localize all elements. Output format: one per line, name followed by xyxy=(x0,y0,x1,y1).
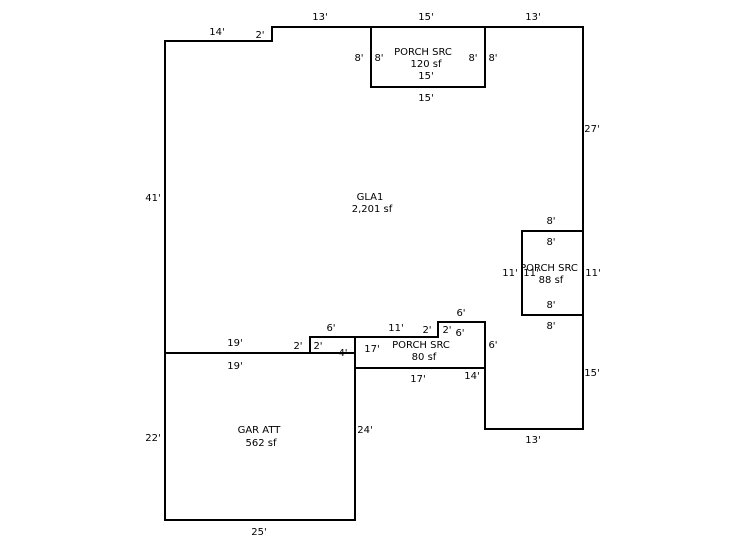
dim-left-6: 6' xyxy=(326,323,335,334)
dim-porch-right-8-bottom-inner: 8' xyxy=(546,300,555,311)
dim-step-6-mid: 6' xyxy=(455,328,464,339)
dim-step-11: 11' xyxy=(388,323,403,334)
dim-right-15: 15' xyxy=(584,368,599,379)
dim-porch-top-15-inner: 15' xyxy=(418,71,433,82)
porch-right-label: PORCH SRC xyxy=(520,263,578,274)
dim-bottom-13: 13' xyxy=(525,435,540,446)
dim-porch-right-8-top-outer: 8' xyxy=(546,216,555,227)
dim-top-15: 15' xyxy=(418,12,433,23)
garage-outline xyxy=(164,352,356,521)
dim-porch-top-8-outer-right: 8' xyxy=(488,53,497,64)
dim-step-6-right: 6' xyxy=(488,340,497,351)
dim-small-2a: 2' xyxy=(293,341,302,352)
dim-porch-top-8-inner-left: 8' xyxy=(374,53,383,64)
dim-top-13-right: 13' xyxy=(525,12,540,23)
dim-mid-17-bottom: 17' xyxy=(410,374,425,385)
dim-top-14: 14' xyxy=(209,27,224,38)
garage-area: 562 sf xyxy=(246,438,277,449)
dim-porch-right-8-top-inner: 8' xyxy=(546,237,555,248)
dim-top-2: 2' xyxy=(255,30,264,41)
dim-mid-14: 14' xyxy=(464,371,479,382)
dim-porch-right-11-left: 11' xyxy=(502,268,517,279)
dim-left-19-bottom: 19' xyxy=(227,361,242,372)
gla1-area: 2,201 sf xyxy=(352,204,393,215)
dim-porch-top-8-outer-left: 8' xyxy=(354,53,363,64)
garage-label: GAR ATT xyxy=(238,425,282,436)
dim-garage-22: 22' xyxy=(145,433,160,444)
porch-top-area: 120 sf xyxy=(411,59,442,70)
dim-garage-24: 24' xyxy=(357,425,372,436)
porch-top-outline xyxy=(370,26,486,88)
dim-step-6-top: 6' xyxy=(456,308,465,319)
porch-right-outline xyxy=(521,230,584,316)
dim-step-2a: 2' xyxy=(422,325,431,336)
dim-step-2b: 2' xyxy=(442,325,451,336)
porch-right-area: 88 sf xyxy=(539,275,564,286)
porch-mid-label: PORCH SRC xyxy=(392,340,450,351)
dim-porch-right-11-right: 11' xyxy=(585,268,600,279)
dim-left-41: 41' xyxy=(145,193,160,204)
dim-mid-4: 4' xyxy=(338,348,347,359)
dim-small-2b: 2' xyxy=(313,341,322,352)
dim-right-27: 27' xyxy=(584,124,599,135)
dim-porch-right-11-inner: 11' xyxy=(523,268,538,279)
dim-top-13-left: 13' xyxy=(312,12,327,23)
dim-porch-top-8-inner-right: 8' xyxy=(468,53,477,64)
dim-mid-17-top: 17' xyxy=(364,344,379,355)
dim-porch-right-8-bottom-outer: 8' xyxy=(546,321,555,332)
dim-left-19-top: 19' xyxy=(227,338,242,349)
dim-garage-25: 25' xyxy=(251,527,266,538)
porch-mid-area: 80 sf xyxy=(412,352,437,363)
gla1-label: GLA1 xyxy=(357,192,384,203)
porch-top-label: PORCH SRC xyxy=(394,47,452,58)
dim-porch-top-15-outer: 15' xyxy=(418,93,433,104)
